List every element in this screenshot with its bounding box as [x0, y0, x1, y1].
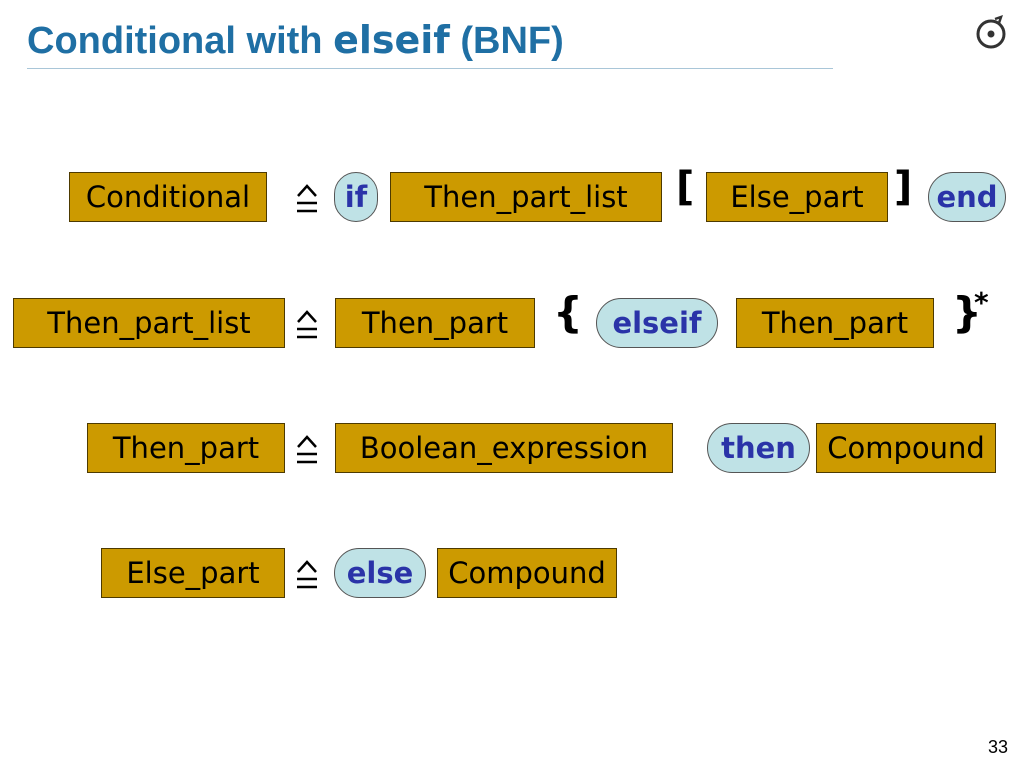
keyword-elseif: elseif: [596, 298, 718, 348]
keyword-then: then: [707, 423, 810, 473]
rule2-then-part: Then_part: [335, 298, 535, 348]
title-text-post: (BNF): [449, 20, 564, 62]
keyword-if: if: [334, 172, 378, 222]
keyword-end: end: [928, 172, 1006, 222]
rule3-lhs-then-part: Then_part: [87, 423, 285, 473]
slide-title: Conditional with elseif (BNF): [27, 18, 564, 63]
title-text-pre: Conditional with: [27, 20, 334, 62]
rule2-then-part-repeat: Then_part: [736, 298, 934, 348]
page-number: 33: [987, 737, 1008, 757]
keyword-else: else: [334, 548, 426, 598]
defines-symbol: [297, 435, 317, 464]
optional-open-bracket: [: [676, 164, 695, 210]
repetition-star: *: [974, 286, 989, 319]
rule4-lhs-else-part: Else_part: [101, 548, 285, 598]
course-logo-icon: [976, 15, 1006, 49]
repetition-close-brace: }: [952, 288, 982, 337]
rule3-boolean-expression: Boolean_expression: [335, 423, 673, 473]
rule4-compound: Compound: [437, 548, 617, 598]
rule3-compound: Compound: [816, 423, 996, 473]
optional-close-bracket: ]: [894, 164, 913, 210]
defines-symbol: [297, 310, 317, 339]
rule1-then-part-list: Then_part_list: [390, 172, 662, 222]
title-divider: [27, 68, 833, 69]
rule2-lhs-then-part-list: Then_part_list: [13, 298, 285, 348]
repetition-open-brace: {: [553, 288, 583, 337]
title-keyword: elseif: [333, 18, 450, 62]
defines-symbol: [297, 560, 317, 589]
rule1-else-part: Else_part: [706, 172, 888, 222]
rule1-lhs-conditional: Conditional: [69, 172, 267, 222]
defines-symbol: [297, 184, 317, 213]
